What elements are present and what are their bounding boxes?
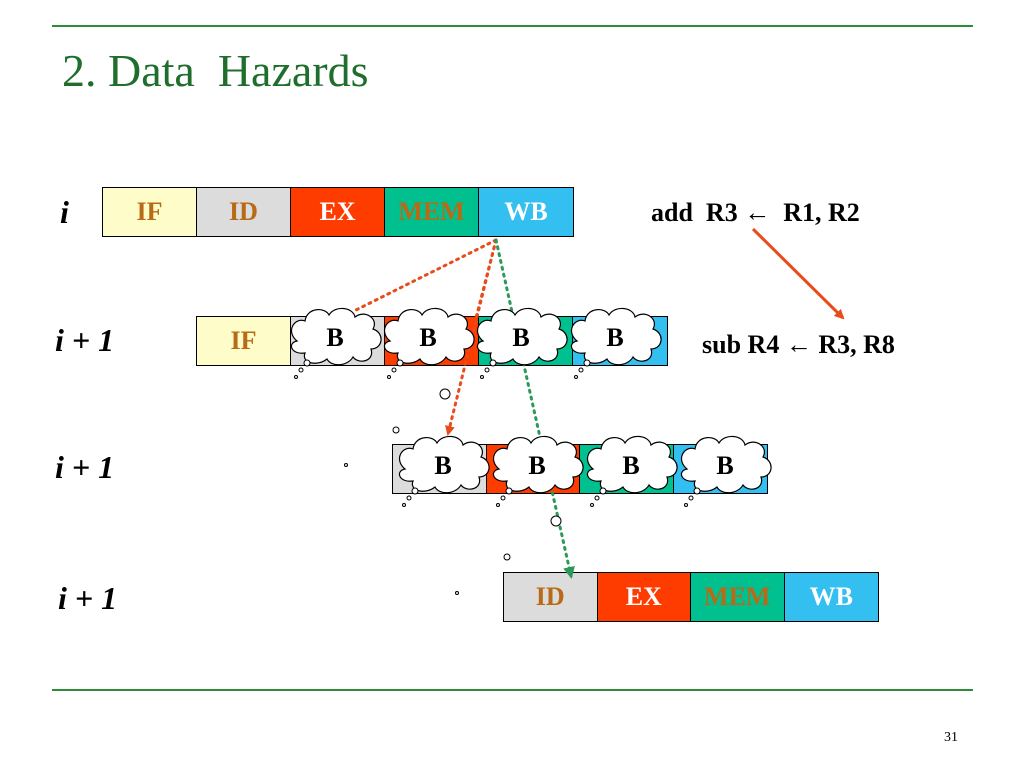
bottom-rule <box>52 689 973 691</box>
stage-ex: EX <box>291 188 385 236</box>
stage-if: IF <box>103 188 197 236</box>
slide-title: 2. Data Hazards <box>62 45 369 96</box>
instruction-add: add R3 ← R1, R2 <box>651 198 860 227</box>
bubble-label: B <box>512 323 529 352</box>
bubble-cloud: B <box>398 435 490 507</box>
bubble-cloud: B <box>290 307 382 379</box>
slide-number: 31 <box>944 730 958 745</box>
small-circle <box>439 388 451 400</box>
bubble-cloud: B <box>476 307 568 379</box>
stage-mem: MEM <box>385 188 479 236</box>
small-circle <box>392 426 400 434</box>
stage-if: IF <box>197 317 291 365</box>
pipeline-row-i-plus-1-resumed: ID EX MEM WB <box>503 572 879 622</box>
small-circle <box>344 463 348 467</box>
small-circle <box>455 591 459 595</box>
small-circle <box>503 553 511 561</box>
bubble-cloud: B <box>492 435 584 507</box>
stage-ex: EX <box>597 573 691 621</box>
bubble-label: B <box>326 323 343 352</box>
bubble-cloud: B <box>383 307 475 379</box>
row-label-i: i <box>60 194 69 230</box>
bubble-cloud: B <box>586 435 678 507</box>
small-circle <box>550 515 562 527</box>
dotted-arrow-to-row4 <box>494 238 575 579</box>
bubble-cloud: B <box>570 307 662 379</box>
bubble-label: B <box>434 451 451 480</box>
top-rule <box>52 25 973 27</box>
bubble-label: B <box>528 451 545 480</box>
dotted-arrow-to-row2-ex <box>474 238 498 320</box>
pipeline-row-i: IF ID EX MEM WB <box>102 187 574 237</box>
stage-id: ID <box>197 188 291 236</box>
stage-wb: WB <box>784 573 878 621</box>
dependency-arrow <box>751 227 845 320</box>
instruction-sub: sub R4 ← R3, R8 <box>702 330 895 359</box>
row-label-i-plus-1: i + 1 <box>55 449 115 485</box>
row-label-i-plus-1: i + 1 <box>58 580 118 616</box>
bubble-label: B <box>419 323 436 352</box>
stage-wb: WB <box>479 188 573 236</box>
stage-id: ID <box>504 573 598 621</box>
row-label-i-plus-1: i + 1 <box>55 322 115 358</box>
dotted-arrow-to-row2 <box>350 238 498 314</box>
stage-mem: MEM <box>691 573 785 621</box>
bubble-label: B <box>716 451 733 480</box>
bubble-label: B <box>622 451 639 480</box>
bubble-cloud: B <box>680 435 772 507</box>
bubble-label: B <box>606 323 623 352</box>
